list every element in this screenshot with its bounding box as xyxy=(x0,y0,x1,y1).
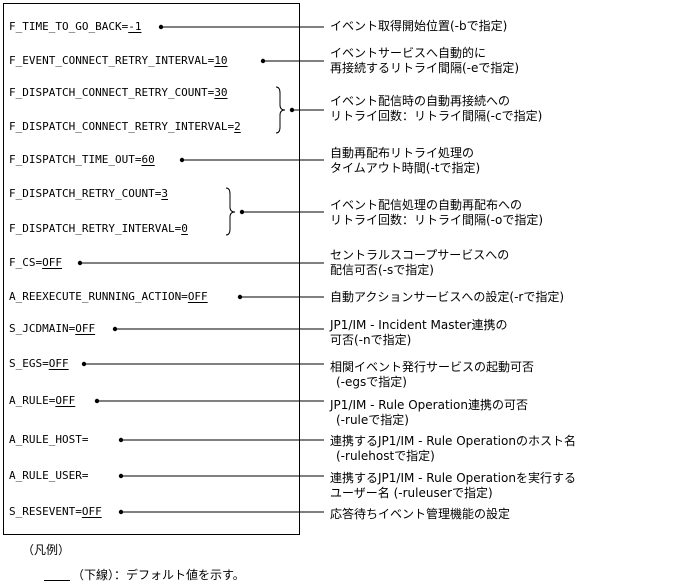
param-name: F_DISPATCH_RETRY_INTERVAL= xyxy=(9,222,182,235)
param-name: A_REEXECUTE_RUNNING_ACTION= xyxy=(9,290,188,303)
param-name: F_DISPATCH_RETRY_COUNT= xyxy=(9,187,162,200)
param-dispatch-connect-retry-count: F_DISPATCH_CONNECT_RETRY_COUNT=30 xyxy=(9,86,228,99)
leader-dot xyxy=(289,107,295,113)
desc-line: リトライ回数：リトライ間隔(-cで指定) xyxy=(330,109,543,123)
desc-line: 配信可否(-sで指定) xyxy=(330,263,434,277)
desc-reexecute-running-action: 自動アクションサービスへの設定(-rで指定) xyxy=(330,290,564,305)
desc-event-connect-retry-interval: イベントサービスへ自動的に再接続するリトライ間隔(-eで指定) xyxy=(330,46,519,76)
desc-line: タイムアウト時間(-tで指定) xyxy=(330,161,481,175)
param-jcdmain: S_JCDMAIN=OFF xyxy=(9,322,95,335)
param-rule: A_RULE=OFF xyxy=(9,394,75,407)
param-default-value: OFF xyxy=(55,394,76,407)
param-dispatch-connect-retry-interval: F_DISPATCH_CONNECT_RETRY_INTERVAL=2 xyxy=(9,120,241,133)
desc-line: 自動アクションサービスへの設定(-rで指定) xyxy=(330,290,565,304)
param-name: S_RESEVENT= xyxy=(9,505,82,518)
desc-rule: JP1/IM - Rule Operation連携の可否(-ruleで指定) xyxy=(330,398,528,428)
param-name: F_EVENT_CONNECT_RETRY_INTERVAL= xyxy=(9,54,215,67)
desc-line: (-egsで指定) xyxy=(336,375,407,389)
param-rule-host: A_RULE_HOST= xyxy=(9,433,88,446)
param-default-value: -1 xyxy=(128,20,142,33)
param-dispatch-retry-count: F_DISPATCH_RETRY_COUNT=3 xyxy=(9,187,168,200)
leader-dot xyxy=(179,157,185,163)
leader-dot xyxy=(118,437,124,443)
desc-dispatch-time-out: 自動再配布リトライ処理のタイムアウト時間(-tで指定) xyxy=(330,146,480,176)
param-default-value: 3 xyxy=(161,187,168,200)
desc-line: 相関イベント発行サービスの起動可否 xyxy=(330,360,535,374)
desc-line: セントラルスコープサービスへの xyxy=(330,248,510,262)
desc-line: 連携するJP1/IM - Rule Operationを実行する xyxy=(330,471,576,485)
param-default-value: OFF xyxy=(187,290,208,303)
leader-dot xyxy=(118,509,124,515)
param-name: A_RULE_USER= xyxy=(9,469,89,482)
param-default-value: 10 xyxy=(214,54,228,67)
param-reexecute-running-action: A_REEXECUTE_RUNNING_ACTION=OFF xyxy=(9,290,208,303)
desc-line: 応答待ちイベント管理機能の設定 xyxy=(330,507,511,521)
param-name: A_RULE= xyxy=(9,394,56,407)
leader-dot xyxy=(158,24,164,30)
param-name: S_JCDMAIN= xyxy=(9,322,76,335)
param-name: F_DISPATCH_CONNECT_RETRY_INTERVAL= xyxy=(9,120,235,133)
desc-line: イベント配信時の自動再接続への xyxy=(330,94,511,108)
param-dispatch-time-out: F_DISPATCH_TIME_OUT=60 xyxy=(9,153,155,166)
leader-dot xyxy=(239,209,245,215)
param-name: S_EGS= xyxy=(9,357,49,370)
desc-line: 再接続するリトライ間隔(-eで指定) xyxy=(330,61,520,75)
legend-title: （凡例） xyxy=(22,543,71,557)
desc-resevent: 応答待ちイベント管理機能の設定 xyxy=(330,507,510,522)
desc-time-to-go-back: イベント取得開始位置(-bで指定) xyxy=(330,19,507,34)
param-name: F_CS= xyxy=(9,256,43,269)
desc-jcdmain: JP1/IM - Incident Master連携の可否(-nで指定) xyxy=(330,318,508,348)
param-default-value: 60 xyxy=(141,153,155,166)
leader-dot xyxy=(112,326,118,332)
desc-dispatch-connect-retry: イベント配信時の自動再接続へのリトライ回数：リトライ間隔(-cで指定) xyxy=(330,94,542,124)
param-name: F_DISPATCH_TIME_OUT= xyxy=(9,153,142,166)
desc-rule-user: 連携するJP1/IM - Rule Operationを実行するユーザー名 (-… xyxy=(330,471,576,501)
param-dispatch-retry-interval: F_DISPATCH_RETRY_INTERVAL=0 xyxy=(9,222,188,235)
param-default-value: 0 xyxy=(181,222,188,235)
legend-underline-sample xyxy=(44,580,70,581)
group-brace xyxy=(225,187,236,236)
param-default-value: 30 xyxy=(214,86,228,99)
param-name: F_TIME_TO_GO_BACK= xyxy=(9,20,129,33)
desc-line: 自動再配布リトライ処理の xyxy=(330,146,475,160)
desc-line: ユーザー名 (-ruleuserで指定) xyxy=(330,486,493,500)
param-default-value: OFF xyxy=(42,256,62,269)
param-name: F_DISPATCH_CONNECT_RETRY_COUNT= xyxy=(9,86,215,99)
leader-dot xyxy=(77,260,83,266)
param-default-value: OFF xyxy=(75,322,96,335)
param-time-to-go-back: F_TIME_TO_GO_BACK=-1 xyxy=(9,20,141,33)
leader-dot xyxy=(94,398,100,404)
desc-line: イベントサービスへ自動的に xyxy=(330,46,487,60)
leader-dot xyxy=(237,294,243,300)
settings-file-box xyxy=(3,3,300,535)
desc-egs: 相関イベント発行サービスの起動可否(-egsで指定) xyxy=(330,360,534,390)
desc-line: JP1/IM - Incident Master連携の xyxy=(330,318,508,332)
desc-line: JP1/IM - Rule Operation連携の可否 xyxy=(330,398,528,412)
legend-underline-meaning: （下線）：デフォルト値を示す。 xyxy=(72,568,245,582)
param-default-value: OFF xyxy=(48,357,69,370)
desc-line: リトライ回数：リトライ間隔(-oで指定) xyxy=(330,213,544,227)
param-rule-user: A_RULE_USER= xyxy=(9,469,88,482)
param-egs: S_EGS=OFF xyxy=(9,357,69,370)
desc-line: イベント配信処理の自動再配布への xyxy=(330,198,523,212)
desc-line: 連携するJP1/IM - Rule Operationのホスト名 xyxy=(330,434,576,448)
leader-dot xyxy=(81,361,87,367)
param-cs: F_CS=OFF xyxy=(9,256,62,269)
desc-line: (-ruleで指定) xyxy=(336,413,409,427)
leader-dot xyxy=(260,58,266,64)
desc-line: (-rulehostで指定) xyxy=(336,449,435,463)
group-brace xyxy=(275,86,286,134)
param-name: A_RULE_HOST= xyxy=(9,433,89,446)
leader-dot xyxy=(118,473,124,479)
desc-dispatch-retry: イベント配信処理の自動再配布へのリトライ回数：リトライ間隔(-oで指定) xyxy=(330,198,543,228)
desc-line: イベント取得開始位置(-bで指定) xyxy=(330,19,508,33)
desc-line: 可否(-nで指定) xyxy=(330,333,412,347)
desc-cs: セントラルスコープサービスへの配信可否(-sで指定) xyxy=(330,248,509,278)
param-default-value: OFF xyxy=(81,505,102,518)
param-event-connect-retry-interval: F_EVENT_CONNECT_RETRY_INTERVAL=10 xyxy=(9,54,228,67)
desc-rule-host: 連携するJP1/IM - Rule Operationのホスト名(-ruleho… xyxy=(330,434,576,464)
param-resevent: S_RESEVENT=OFF xyxy=(9,505,102,518)
param-default-value: 2 xyxy=(234,120,241,133)
